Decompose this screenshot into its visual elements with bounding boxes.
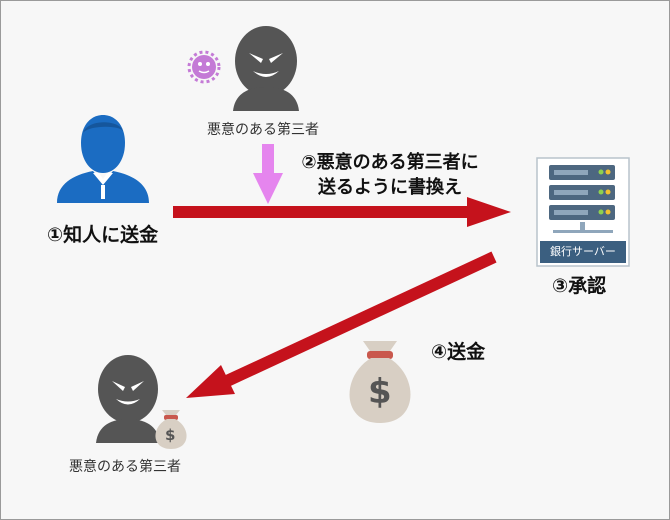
virus-icon [187,50,221,84]
step4-label: ④送金 [431,341,486,363]
attacker-bottom-label: 悪意のある第三者 [69,459,181,475]
step3-label: ③承認 [552,275,607,297]
money-bag-icon [349,341,411,423]
attacker-bottom-icon [96,355,160,443]
attacker-top-label: 悪意のある第三者 [207,122,319,138]
transfer-arrow [186,251,497,398]
step2-label: ②悪意のある第三者に 送るように書換え [285,150,495,200]
step2-line1: ②悪意のある第三者に [301,152,479,173]
step2-line2: 送るように書換え [318,177,462,198]
person-icon [57,115,149,203]
step1-label: ①知人に送金 [47,224,159,246]
send-arrow [173,197,511,227]
rewrite-arrow [253,144,283,204]
attacker-top-icon [233,26,299,111]
money-symbol: $ [368,372,392,412]
small-money-bag-icon [155,410,187,449]
server-label: 銀行サーバー [540,241,626,263]
money-symbol-small: $ [165,426,176,444]
